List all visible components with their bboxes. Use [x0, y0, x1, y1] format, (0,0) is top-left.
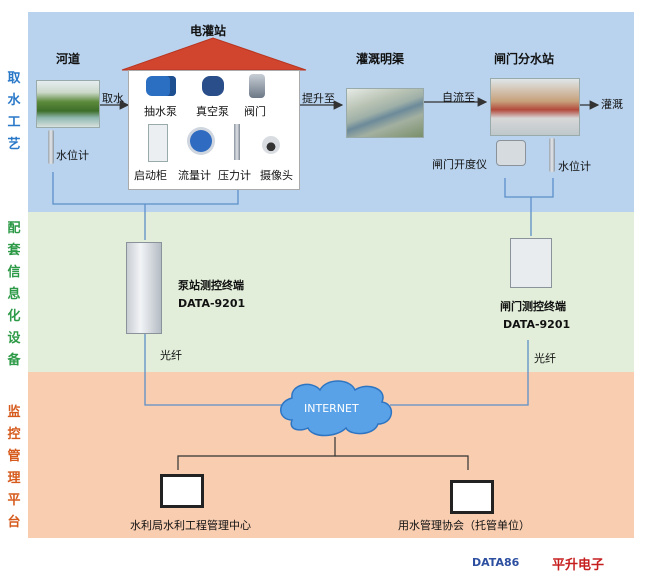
- management-center-right: 用水管理协会（托管单位）: [398, 519, 530, 532]
- lift-to-label: 提升至: [302, 92, 335, 105]
- flowmeter-label: 流量计: [178, 169, 211, 182]
- water-gauge-left-icon: [48, 130, 54, 164]
- side-label-platform: 监控管理平台: [7, 405, 21, 530]
- brand-logo: DATA86: [472, 556, 520, 569]
- water-gauge-right-icon: [549, 138, 555, 172]
- management-center-left: 水利局水利工程管理中心: [130, 519, 251, 532]
- camera-icon: [262, 136, 280, 154]
- gate-station-photo: [490, 78, 580, 136]
- station-title: 电灌站: [190, 24, 227, 38]
- starter-cabinet-icon: [148, 124, 168, 162]
- gate-opening-label: 闸门开度仪: [432, 158, 487, 171]
- flowmeter-icon: [190, 130, 212, 152]
- pump-label: 抽水泵: [144, 105, 177, 118]
- irrigation-label: 灌溉: [601, 98, 623, 111]
- gate-terminal-box-icon: [510, 238, 552, 288]
- vacuum-pump-label: 真空泵: [196, 105, 229, 118]
- camera-label: 摄像头: [260, 169, 293, 182]
- pressure-gauge-icon: [234, 124, 240, 160]
- water-gauge-left-label: 水位计: [56, 149, 89, 162]
- gravity-to-label: 自流至: [442, 91, 475, 104]
- side-label-intake: 取水工艺: [7, 71, 21, 152]
- intake-label: 取水: [102, 92, 124, 105]
- internet-label: INTERNET: [304, 402, 359, 415]
- vacuum-pump-icon: [202, 76, 224, 96]
- side-label-equipment: 配套信息化设备: [7, 221, 21, 368]
- internet-cloud-icon: [280, 380, 392, 437]
- pump-terminal-cabinet-icon: [126, 242, 162, 334]
- canal-photo: [346, 88, 424, 138]
- gate-opening-meter-icon: [496, 140, 526, 166]
- computer-left-icon: [160, 474, 204, 508]
- pump-terminal-name: 泵站测控终端: [178, 279, 244, 292]
- gate-terminal-name: 闸门测控终端: [500, 300, 566, 313]
- river-photo: [36, 80, 100, 128]
- valve-icon: [249, 74, 265, 98]
- valve-label: 阀门: [244, 105, 266, 118]
- river-title: 河道: [56, 52, 81, 66]
- pump-terminal-model: DATA-9201: [178, 297, 246, 310]
- fiber-left-label: 光纤: [160, 349, 182, 362]
- canal-title: 灌溉明渠: [356, 52, 405, 66]
- starter-cabinet-label: 启动柜: [134, 169, 167, 182]
- water-gauge-right-label: 水位计: [558, 160, 591, 173]
- computer-right-icon: [450, 480, 494, 514]
- brand-company: 平升电子: [552, 558, 605, 573]
- pump-icon: [146, 76, 176, 96]
- gate-station-title: 闸门分水站: [494, 52, 555, 66]
- pressure-gauge-label: 压力计: [218, 169, 251, 182]
- gate-terminal-model: DATA-9201: [503, 318, 571, 331]
- fiber-right-label: 光纤: [534, 352, 556, 365]
